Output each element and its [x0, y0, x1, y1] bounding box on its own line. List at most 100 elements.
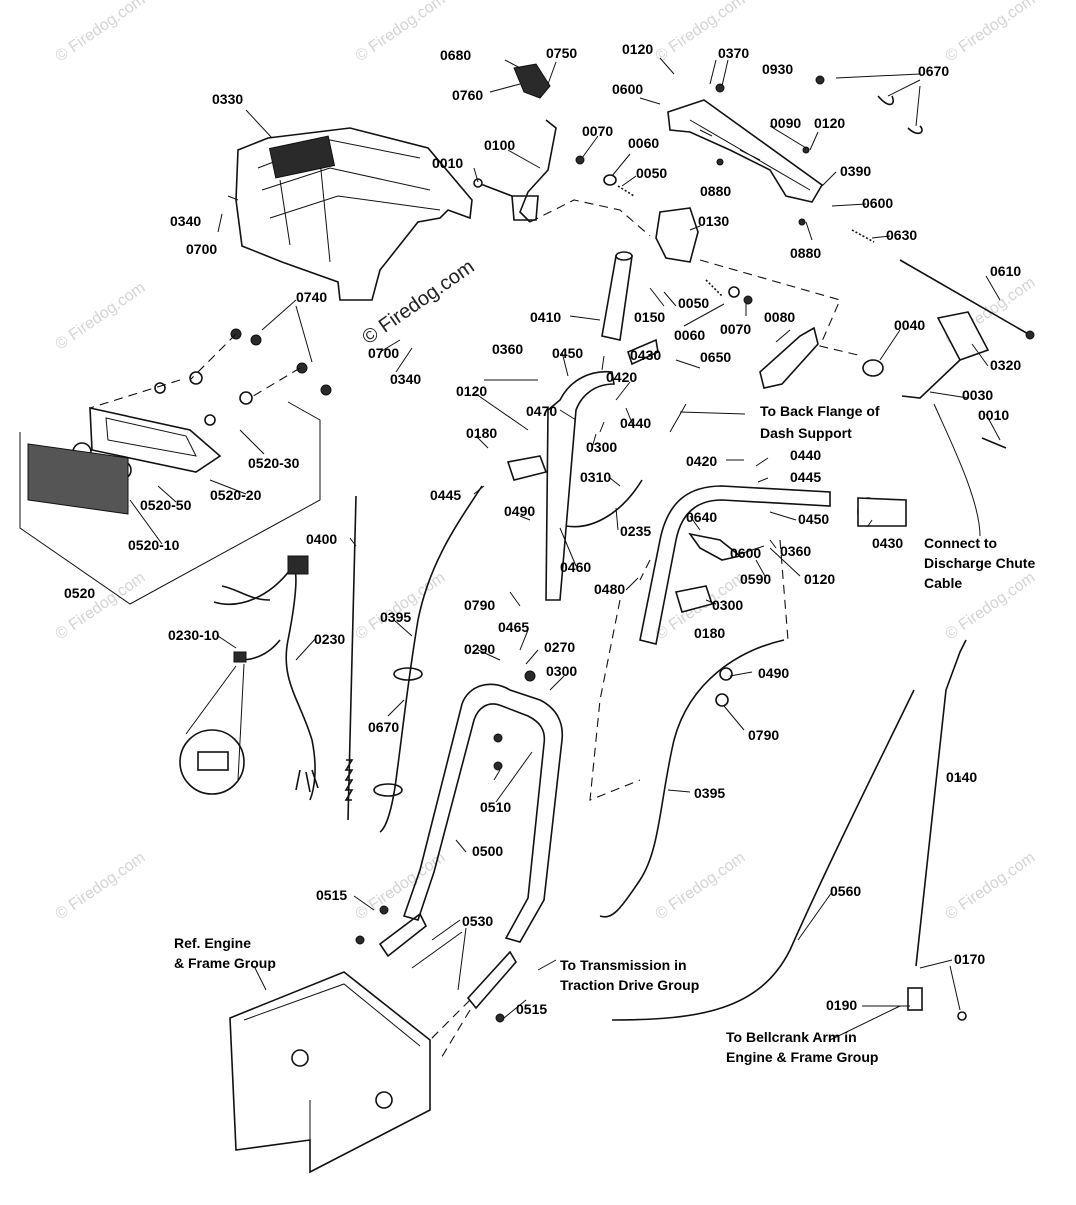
bulb-base-part — [320, 384, 332, 396]
dash-panel-part — [268, 135, 336, 179]
dashed-line — [529, 199, 651, 237]
chute-tube-part — [601, 255, 633, 341]
watermark-layer: © Firedog.com © Firedog.com © Firedog.co… — [53, 0, 1039, 923]
washer-part — [728, 286, 740, 298]
crank-arm-part — [901, 359, 961, 399]
bolt-part — [477, 182, 513, 197]
connector-part — [287, 555, 309, 575]
fastener-part — [524, 670, 536, 682]
handle-grip-part — [857, 497, 907, 527]
callout-0520-20: 0520-20 — [210, 487, 262, 503]
upper-handle-right-part — [639, 485, 831, 645]
callout-0740: 0740 — [296, 289, 327, 305]
callout-0395: 0395 — [380, 609, 411, 625]
callout-0760: 0760 — [452, 87, 483, 103]
callout-0700: 0700 — [186, 241, 217, 257]
callout-0190: 0190 — [826, 997, 857, 1013]
bale-grip-part-right — [674, 585, 714, 613]
callout-0330: 0330 — [212, 91, 243, 107]
dashed-line — [429, 999, 471, 1061]
callout-0420: 0420 — [606, 369, 637, 385]
lower-handle-part — [402, 683, 564, 943]
callout-0090: 0090 — [770, 115, 801, 131]
watermark-text: © Firedog.com — [53, 0, 149, 65]
note-engine-line2: & Frame Group — [174, 955, 276, 971]
chute-cable-leader — [933, 403, 981, 537]
callout-0010: 0010 — [432, 155, 463, 171]
callout-0670: 0670 — [368, 719, 399, 735]
callout-0140: 0140 — [946, 769, 977, 785]
callout-0530: 0530 — [462, 913, 493, 929]
nut-part — [716, 158, 724, 166]
callout-0700: 0700 — [368, 345, 399, 361]
ring-part — [204, 414, 216, 426]
callout-0360: 0360 — [492, 341, 523, 357]
callout-0515: 0515 — [516, 1001, 547, 1017]
reference-notes: To Back Flange of Dash Support Connect t… — [174, 403, 1035, 1065]
callout-0450: 0450 — [798, 511, 829, 527]
callout-0120: 0120 — [814, 115, 845, 131]
chute-deflector-part — [759, 326, 819, 389]
callout-0465: 0465 — [498, 619, 529, 635]
spring-part — [617, 185, 635, 197]
callout-0320: 0320 — [990, 357, 1021, 373]
engine-frame-part — [229, 971, 431, 1174]
callout-0445: 0445 — [430, 487, 461, 503]
clip-part — [815, 75, 825, 85]
socket-part — [189, 371, 203, 385]
callout-0310: 0310 — [580, 469, 611, 485]
callout-0520-30: 0520-30 — [248, 455, 300, 471]
callout-0050: 0050 — [636, 165, 667, 181]
spring-part — [705, 279, 723, 297]
fuse-holder-part — [233, 651, 247, 663]
callout-0630: 0630 — [886, 227, 917, 243]
lens-part — [27, 443, 129, 515]
control-cable-part — [379, 485, 483, 833]
callout-0300: 0300 — [546, 663, 577, 679]
frame-hole — [291, 1049, 309, 1067]
dash-support-part — [667, 99, 824, 203]
dashed-line — [589, 559, 651, 801]
bolt-part — [802, 146, 810, 154]
bolt-part-right — [981, 437, 1007, 449]
latch-part — [688, 532, 742, 561]
callout-0610: 0610 — [990, 263, 1021, 279]
callout-leader — [129, 57, 1001, 1041]
callout-0590: 0590 — [740, 571, 771, 587]
traction-cable-part — [599, 639, 785, 918]
chute-tube-end — [615, 251, 633, 261]
link-rod-part — [565, 479, 643, 528]
watermark-text: © Firedog.com — [653, 849, 749, 923]
rod-part — [347, 495, 357, 821]
back-flange-leader — [669, 403, 746, 433]
callout-0440: 0440 — [790, 447, 821, 463]
callout-0360: 0360 — [780, 543, 811, 559]
callout-0180: 0180 — [466, 425, 497, 441]
socket-part — [239, 391, 253, 405]
callout-0120: 0120 — [456, 383, 487, 399]
nut-part — [957, 1011, 967, 1021]
bolt-head-part — [715, 693, 729, 707]
callout-0640: 0640 — [686, 509, 717, 525]
callout-0930: 0930 — [762, 61, 793, 77]
watermark-text: © Firedog.com — [53, 849, 149, 923]
engine-frame-detail — [243, 983, 421, 1172]
handle-foot-right — [466, 950, 517, 1010]
leader-lines — [129, 57, 1001, 1041]
nut-part — [355, 935, 365, 945]
callout-0430: 0430 — [630, 347, 661, 363]
callout-0340: 0340 — [170, 213, 201, 229]
lever-bracket-part — [511, 195, 539, 221]
callout-0470: 0470 — [526, 403, 557, 419]
callout-0490: 0490 — [504, 503, 535, 519]
nut-part — [493, 761, 503, 771]
callout-0230-10: 0230-10 — [168, 627, 220, 643]
watermark-text: © Firedog.com — [53, 569, 149, 643]
callout-0680: 0680 — [440, 47, 471, 63]
wire-harness-part — [213, 567, 316, 801]
callout-0445: 0445 — [790, 469, 821, 485]
note-transmission-line1: To Transmission in — [560, 957, 687, 973]
callout-0120: 0120 — [804, 571, 835, 587]
washer-part — [603, 174, 617, 186]
